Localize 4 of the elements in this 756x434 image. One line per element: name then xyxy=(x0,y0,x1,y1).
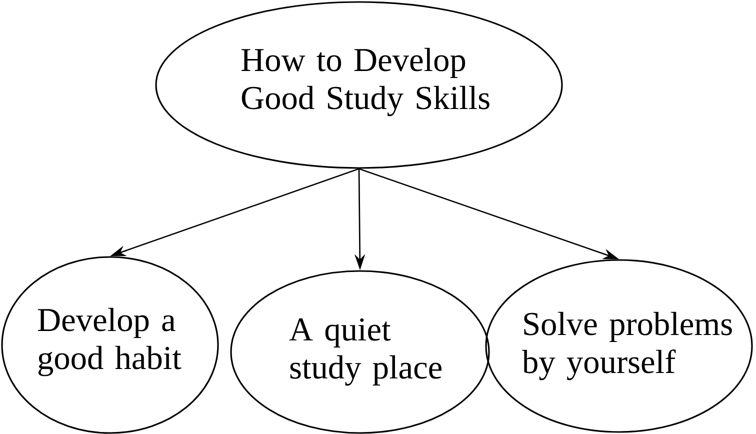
ellipse-node: How to Develop Good Study Skills xyxy=(155,1,563,169)
ellipse-node: Solve problems by yourself xyxy=(485,259,753,433)
ellipse-node: A quiet study place xyxy=(230,270,490,434)
ellipse-node: Develop a good habit xyxy=(1,256,219,434)
